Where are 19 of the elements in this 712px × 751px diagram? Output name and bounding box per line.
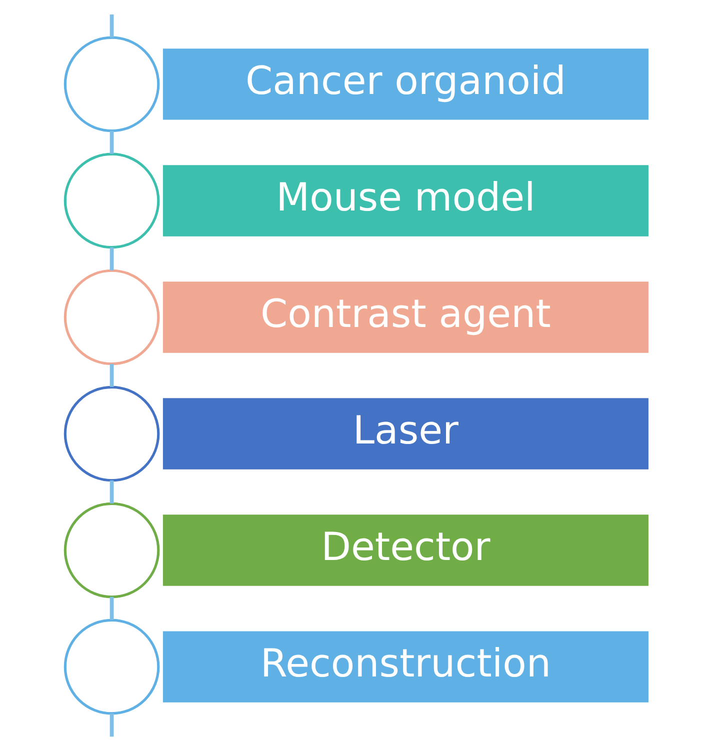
node-circle: [63, 152, 160, 249]
node-circle: [63, 502, 160, 598]
node-circle: [63, 269, 160, 366]
node-circle: [63, 618, 160, 715]
node-box: Cancer organoid: [162, 48, 648, 120]
connector: [109, 364, 114, 387]
connector: [109, 714, 114, 737]
node-box: Reconstruction: [162, 631, 648, 702]
node-box: Detector: [162, 514, 648, 586]
connector: [109, 480, 114, 504]
node-circle: [63, 36, 160, 132]
node-box: Contrast agent: [162, 282, 648, 353]
node-box: Laser: [162, 398, 648, 470]
node-circle: [63, 386, 160, 482]
connector: [109, 130, 114, 154]
connector: [109, 596, 114, 620]
connector: [109, 14, 114, 38]
node-box: Mouse model: [162, 165, 648, 236]
connector: [109, 247, 114, 270]
